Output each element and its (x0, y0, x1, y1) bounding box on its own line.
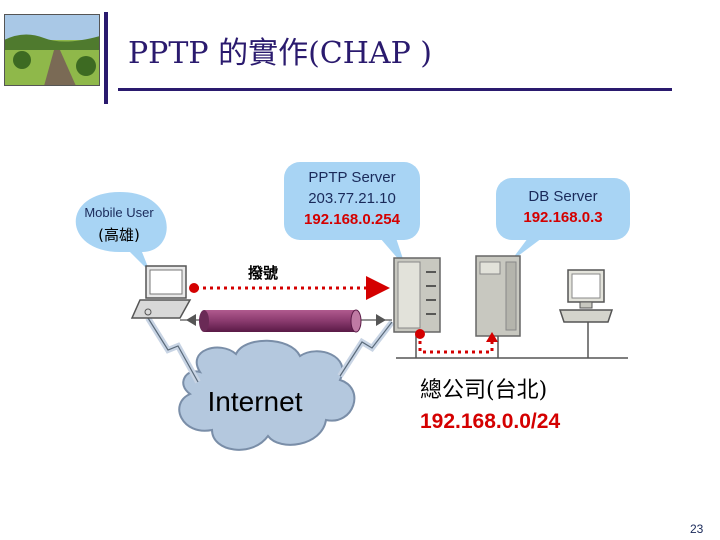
internet-cloud (178, 339, 356, 451)
pptp-server-private-ip: 192.168.0.254 (304, 211, 400, 228)
db-server-icon (475, 255, 521, 337)
mobile-user-bubble (75, 192, 167, 272)
page-number: 23 (690, 522, 704, 536)
internet-link-left (145, 316, 201, 384)
title-vertical-rule (104, 12, 108, 104)
pptp-server-public-ip: 203.77.21.10 (308, 190, 396, 207)
workstation-icon (558, 269, 614, 323)
headquarters-network: 192.168.0.0/24 (420, 410, 561, 433)
pptp-server-icon (393, 257, 441, 333)
laptop-icon (130, 265, 192, 319)
internet-label: Internet (207, 386, 303, 417)
db-server-ip: 192.168.0.3 (523, 209, 603, 226)
vpn-tunnel (180, 309, 392, 333)
dial-up-path (189, 276, 390, 300)
slide-title: PPTP 的實作(CHAP ) (128, 36, 433, 71)
auth-query-path (415, 329, 498, 354)
mobile-user-label: Mobile User (84, 205, 154, 220)
dial-up-label: 撥號 (248, 264, 279, 282)
mobile-user-location: (高雄) (98, 226, 140, 244)
db-server-name: DB Server (528, 188, 598, 205)
title-underline (118, 88, 672, 91)
headquarters-name: 總公司(台北) (420, 378, 548, 403)
pptp-server-name: PPTP Server (308, 169, 396, 186)
